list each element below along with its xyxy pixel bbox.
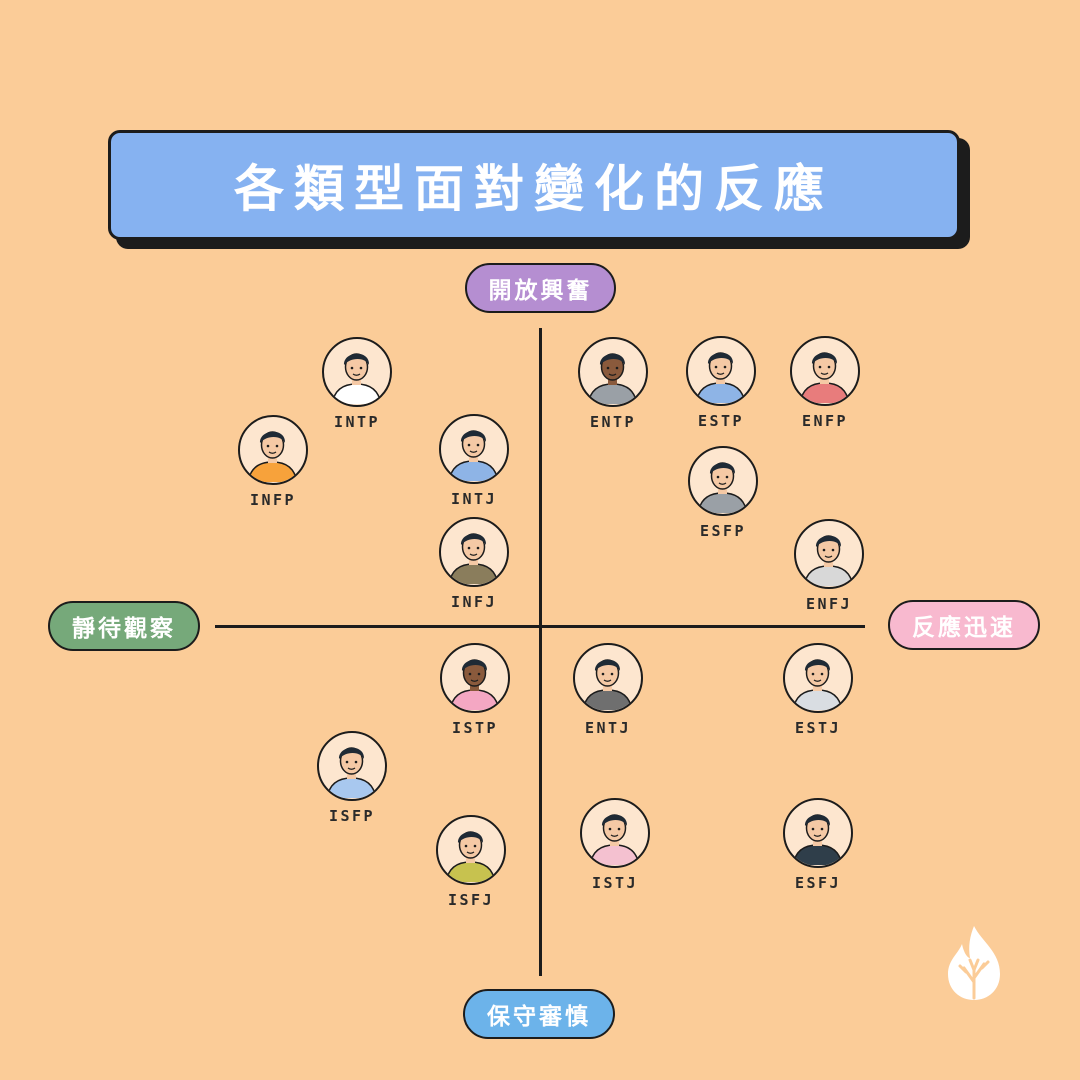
avatar-isfj-icon (436, 815, 506, 885)
persona-enfp: ENFP (765, 336, 885, 446)
avatar-estp-icon (686, 336, 756, 406)
avatar-enfj-icon (794, 519, 864, 589)
persona-intj: INTJ (414, 414, 534, 524)
persona-label: INTJ (450, 490, 498, 508)
axis-label-top: 開放興奮 (465, 263, 616, 313)
persona-label: ISFP (328, 807, 376, 825)
persona-infp: INFP (213, 415, 333, 525)
horizontal-axis (215, 625, 865, 628)
persona-istj: ISTJ (555, 798, 675, 908)
avatar-intp-icon (322, 337, 392, 407)
persona-label: INFJ (450, 593, 498, 611)
avatar-infp-icon (238, 415, 308, 485)
persona-label: ISTJ (591, 874, 639, 892)
persona-infj: INFJ (414, 517, 534, 627)
avatar-enfp-icon (790, 336, 860, 406)
persona-istp: ISTP (415, 643, 535, 753)
persona-estp: ESTP (661, 336, 781, 446)
persona-entp: ENTP (553, 337, 673, 447)
persona-label: ESTJ (794, 719, 842, 737)
persona-label: ESTP (697, 412, 745, 430)
axis-label-right: 反應迅速 (888, 600, 1040, 650)
axis-label-left: 靜待觀察 (48, 601, 200, 651)
avatar-istp-icon (440, 643, 510, 713)
avatar-isfp-icon (317, 731, 387, 801)
persona-isfp: ISFP (292, 731, 412, 841)
avatar-istj-icon (580, 798, 650, 868)
avatar-infj-icon (439, 517, 509, 587)
page-title: 各類型面對變化的反應 (108, 130, 960, 240)
avatar-intj-icon (439, 414, 509, 484)
avatar-esfj-icon (783, 798, 853, 868)
flame-tree-icon (948, 926, 1000, 1000)
avatar-esfp-icon (688, 446, 758, 516)
persona-label: INTP (333, 413, 381, 431)
persona-label: ISFJ (447, 891, 495, 909)
avatar-estj-icon (783, 643, 853, 713)
persona-esfj: ESFJ (758, 798, 878, 908)
persona-label: ISTP (451, 719, 499, 737)
avatar-entp-icon (578, 337, 648, 407)
avatar-entj-icon (573, 643, 643, 713)
persona-label: ESFP (699, 522, 747, 540)
persona-label: ENFJ (805, 595, 853, 613)
persona-esfp: ESFP (663, 446, 783, 556)
persona-intp: INTP (297, 337, 417, 447)
persona-isfj: ISFJ (411, 815, 531, 925)
vertical-axis (539, 328, 542, 976)
persona-label: ENTP (589, 413, 637, 431)
persona-label: ESFJ (794, 874, 842, 892)
axis-label-bottom: 保守審慎 (463, 989, 615, 1039)
persona-estj: ESTJ (758, 643, 878, 753)
persona-enfj: ENFJ (769, 519, 889, 629)
persona-label: ENTJ (584, 719, 632, 737)
persona-entj: ENTJ (548, 643, 668, 753)
persona-label: INFP (249, 491, 297, 509)
persona-label: ENFP (801, 412, 849, 430)
